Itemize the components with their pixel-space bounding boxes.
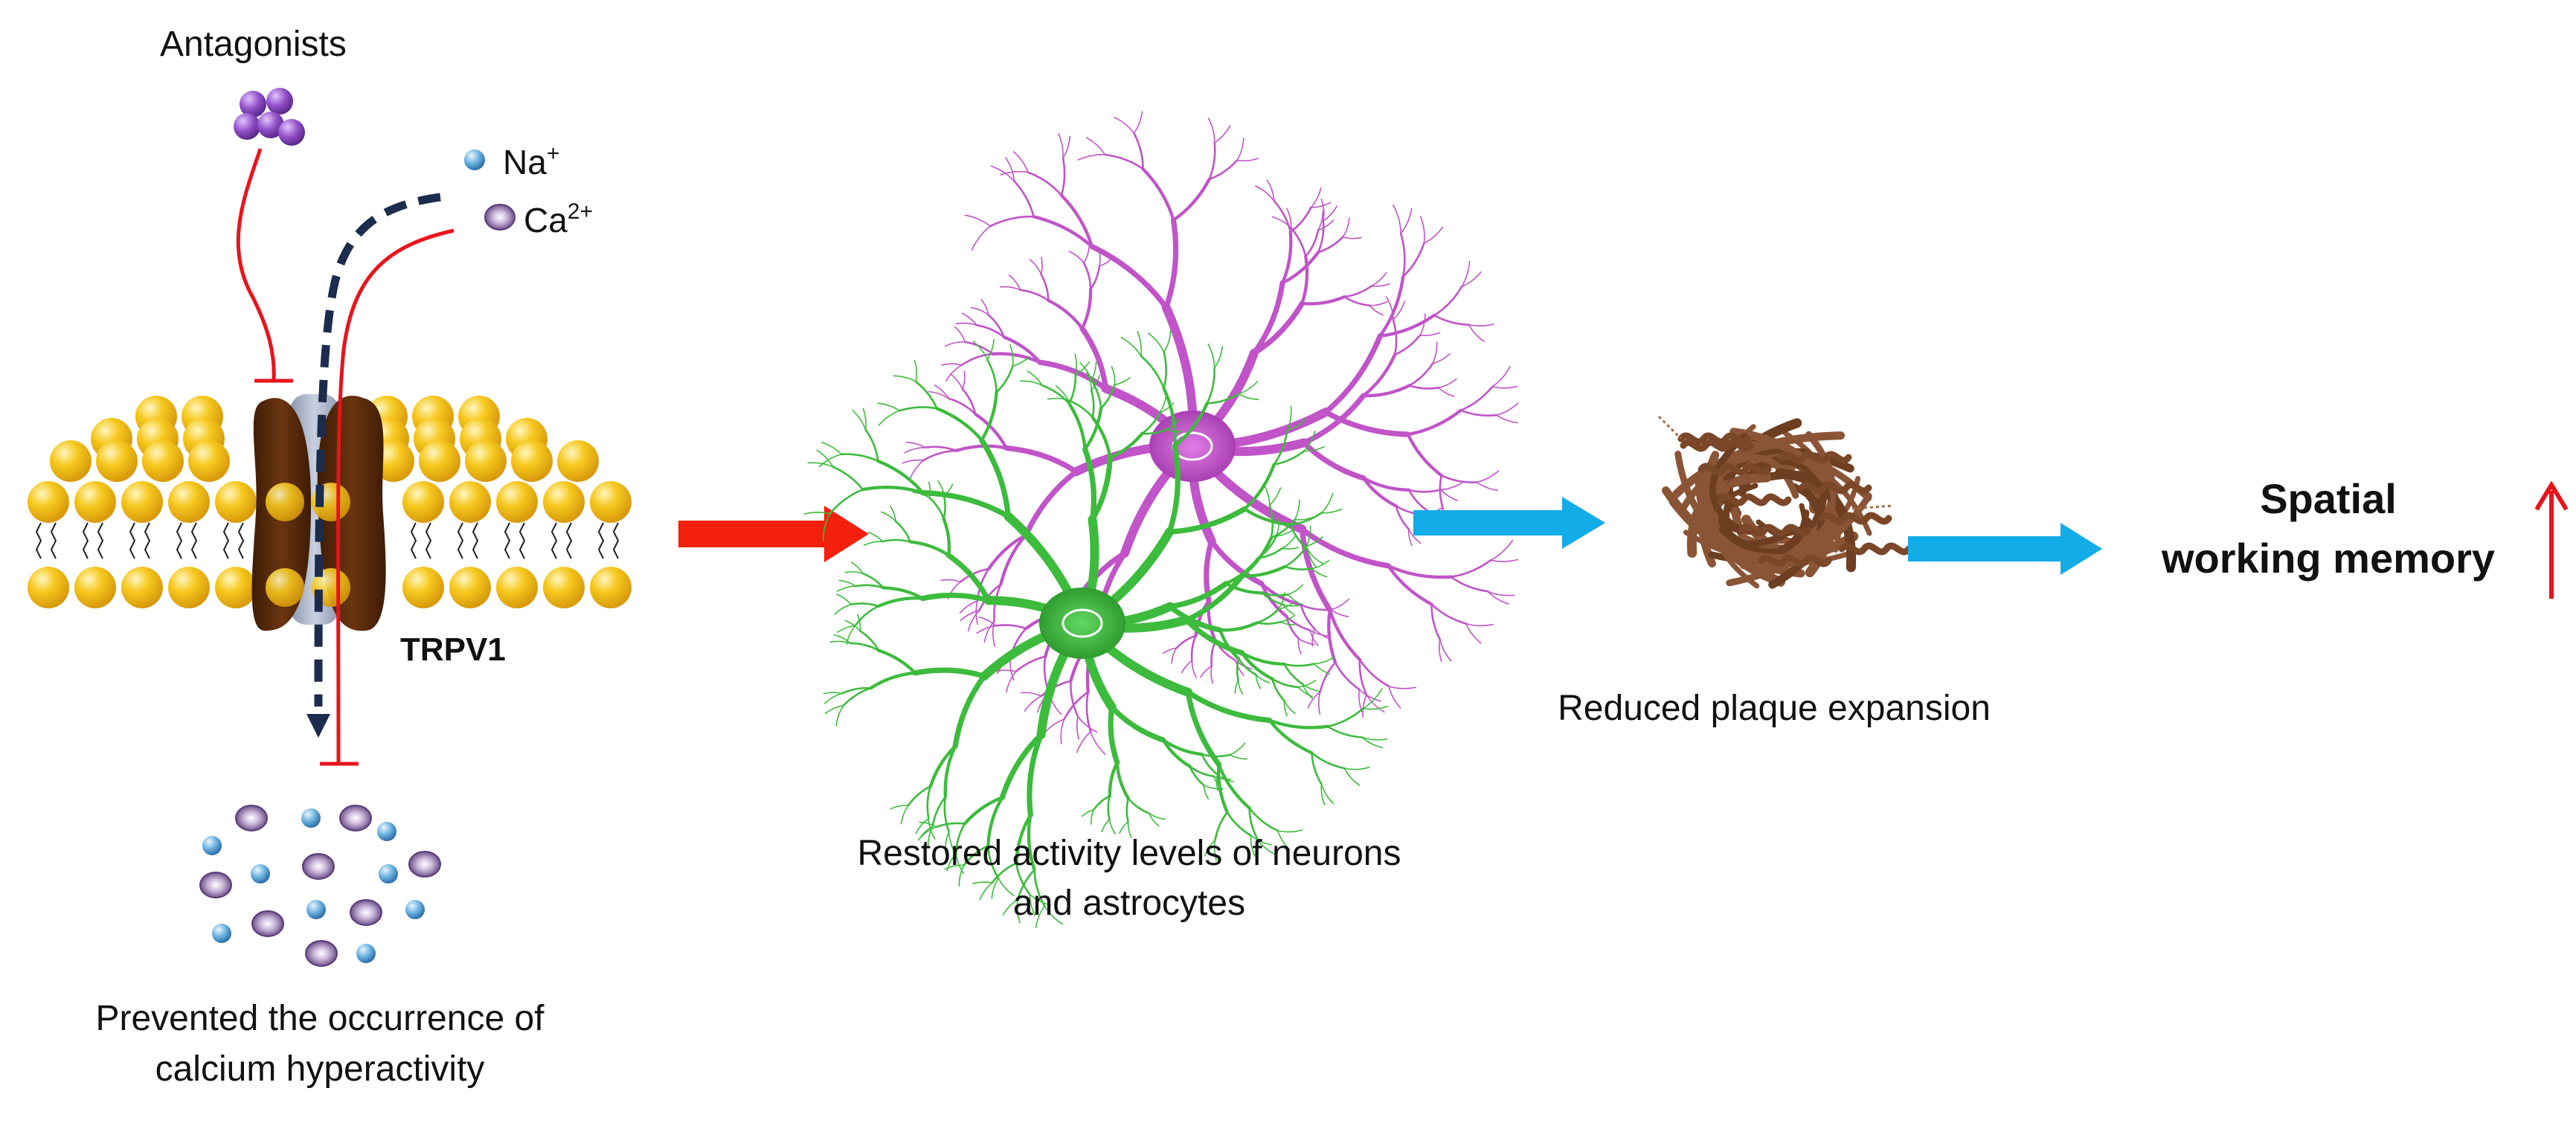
up-arrow-icon bbox=[2534, 480, 2569, 599]
lipid-tail bbox=[518, 522, 526, 559]
lipid-head bbox=[465, 440, 507, 482]
lipid-head bbox=[402, 481, 444, 523]
lipid-tail bbox=[457, 522, 464, 559]
blue-arrow-1 bbox=[1413, 497, 1605, 549]
na-ion-icon bbox=[212, 924, 231, 943]
na-ion-icon bbox=[251, 864, 270, 884]
ca-ion-icon bbox=[350, 899, 382, 926]
ca-ion-icon bbox=[408, 851, 441, 878]
ion-influx-path bbox=[314, 193, 441, 707]
cells-caption-line2: and astrocytes bbox=[1013, 884, 1245, 923]
lipid-tail bbox=[504, 522, 511, 559]
red-arrow bbox=[678, 506, 869, 562]
ca-label: Ca2+ bbox=[524, 199, 593, 239]
lipid-head bbox=[590, 567, 632, 608]
ca-ion-icon bbox=[302, 853, 335, 880]
ion-inhibition-line bbox=[320, 228, 455, 766]
lipid-tail bbox=[190, 522, 198, 559]
lipid-head bbox=[96, 440, 138, 482]
lipid-head bbox=[142, 440, 184, 482]
lipid-tail bbox=[176, 522, 183, 559]
lipid-head bbox=[168, 567, 210, 608]
lipid-head bbox=[590, 481, 632, 523]
intracellular-ion-cluster bbox=[199, 805, 441, 967]
memory-label-line1: Spatial bbox=[2260, 475, 2397, 522]
lipid-tail bbox=[144, 522, 151, 559]
lipid-head bbox=[121, 567, 163, 608]
neuron-cell-icon bbox=[902, 111, 1519, 756]
lipid-tail bbox=[97, 522, 104, 559]
lipid-head bbox=[188, 440, 230, 482]
lipid-tail bbox=[472, 522, 479, 559]
lipid-head bbox=[419, 440, 460, 482]
ca-ion-icon bbox=[235, 805, 268, 831]
na-ion-icon bbox=[356, 944, 376, 963]
lipid-tail bbox=[612, 522, 620, 559]
trpv1-channel-icon bbox=[251, 394, 386, 631]
amyloid-plaque-protein-icon bbox=[1657, 415, 1912, 589]
cell-body bbox=[1039, 588, 1125, 659]
lipid-head bbox=[215, 567, 257, 608]
lipid-tail bbox=[222, 522, 230, 559]
ca-ion-icon bbox=[199, 872, 232, 898]
cell-nucleus bbox=[1061, 608, 1103, 638]
lipid-bilayer-icon bbox=[28, 396, 632, 608]
calcium-caption-line2: calcium hyperactivity bbox=[155, 1049, 485, 1089]
lipid-head bbox=[50, 440, 91, 482]
ca-ion-icon bbox=[339, 805, 372, 831]
na-ion-icon bbox=[405, 900, 425, 919]
lipid-head bbox=[543, 481, 585, 523]
na-ion-icon bbox=[306, 900, 326, 919]
lipid-tail bbox=[237, 522, 245, 559]
blue-arrow-2 bbox=[1908, 523, 2102, 575]
lipid-tail bbox=[50, 522, 57, 559]
lipid-tail bbox=[550, 522, 558, 559]
antagonist-inhibition-line bbox=[236, 148, 293, 383]
lipid-head bbox=[28, 481, 69, 523]
ca-ion-icon bbox=[251, 910, 284, 937]
cells-caption-line1: Restored activity levels of neurons bbox=[857, 834, 1401, 873]
lipid-head bbox=[74, 481, 116, 523]
lipid-head bbox=[496, 567, 538, 608]
antagonists-label: Antagonists bbox=[160, 25, 347, 64]
lipid-tail bbox=[35, 522, 42, 559]
na-ion-icon bbox=[379, 864, 398, 884]
lipid-head bbox=[496, 481, 538, 523]
na-ion-icon bbox=[202, 836, 222, 855]
antagonist-molecule-icon bbox=[234, 88, 305, 146]
ion-influx-arrowhead bbox=[306, 714, 330, 738]
lipid-head bbox=[121, 481, 163, 523]
na-ion-icon bbox=[377, 822, 396, 841]
astrocyte-cell-icon bbox=[803, 330, 1389, 928]
na-ion-icon bbox=[464, 149, 485, 170]
ca-ion-icon bbox=[484, 204, 515, 231]
lipid-tail bbox=[410, 522, 417, 559]
lipid-head bbox=[449, 481, 491, 523]
lipid-head bbox=[28, 567, 69, 608]
ca-ion-icon bbox=[305, 940, 338, 967]
lipid-head bbox=[74, 567, 116, 608]
lipid-tail bbox=[565, 522, 573, 559]
calcium-caption-line1: Prevented the occurrence of bbox=[95, 999, 545, 1038]
lipid-tail bbox=[129, 522, 136, 559]
lipid-head bbox=[402, 567, 444, 608]
lipid-head bbox=[557, 440, 599, 482]
trpv1-label: TRPV1 bbox=[400, 631, 506, 668]
lipid-head bbox=[511, 440, 553, 482]
lipid-tail bbox=[425, 522, 432, 559]
lipid-head bbox=[449, 567, 491, 608]
lipid-tail bbox=[82, 522, 89, 559]
lipid-head bbox=[168, 481, 210, 523]
plaque-caption: Reduced plaque expansion bbox=[1558, 689, 1991, 728]
cell-body bbox=[1149, 411, 1236, 482]
lipid-head bbox=[543, 567, 585, 608]
lipid-head bbox=[215, 481, 257, 523]
memory-label-line2: working memory bbox=[2161, 535, 2495, 582]
lipid-tail bbox=[597, 522, 605, 559]
na-ion-icon bbox=[301, 808, 321, 828]
na-label: Na+ bbox=[503, 141, 559, 181]
